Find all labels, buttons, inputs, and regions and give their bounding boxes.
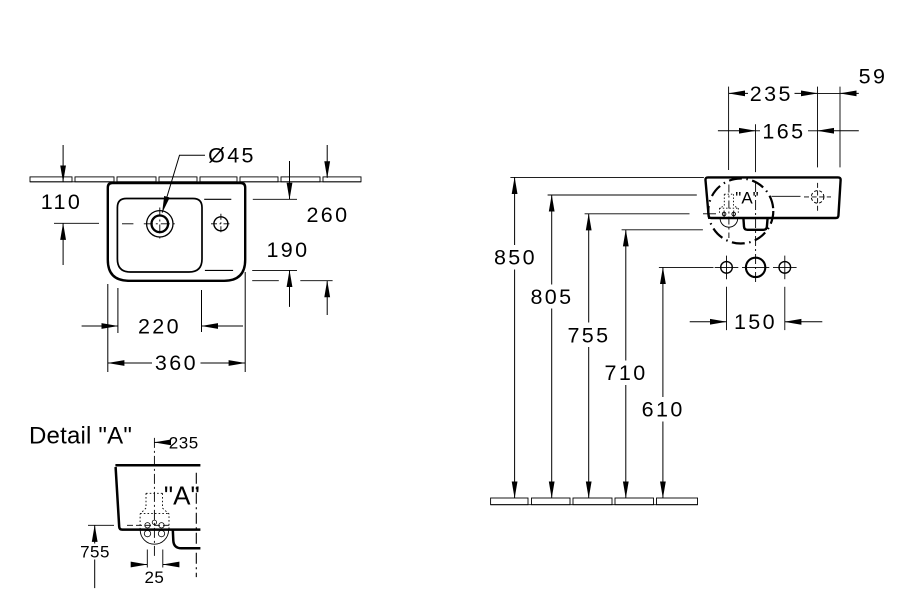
dim-150-lines: [689, 286, 823, 331]
dim-190-lines: [252, 161, 297, 307]
detail-callout-circle: [707, 177, 775, 245]
height-dim-lines: [511, 176, 666, 499]
plan-view: Ø45 110 260 190: [29, 144, 362, 375]
detail-dim-235: 235: [169, 434, 199, 453]
dim-260-lines: [252, 145, 333, 315]
basin-outline-plan: [106, 181, 247, 282]
side-hole-hidden: [804, 182, 831, 211]
dim-height-850: 850: [494, 246, 537, 270]
dim-235: 235: [750, 82, 793, 106]
detail-title: Detail "A": [29, 423, 132, 450]
detail-dim-25: 25: [144, 568, 164, 587]
drain-boss-front: [742, 217, 769, 231]
dim-height-610: 610: [642, 398, 685, 422]
detail-tap-boss: [127, 437, 170, 558]
dim-height-710: 710: [605, 361, 648, 385]
dim-220-lines: [81, 288, 243, 333]
height-reference-lines: [510, 176, 801, 268]
tap-diameter-leader: [161, 154, 205, 213]
detail-profile: [114, 464, 201, 550]
basin-bowl-plan: [116, 197, 203, 273]
dim-height-805: 805: [530, 285, 573, 309]
detail-dim-755: 755: [80, 542, 110, 561]
dim-165: 165: [762, 119, 805, 143]
top-dim-extensions: [728, 86, 841, 173]
wall-section-band: [29, 176, 362, 183]
dim-110-lines: [54, 145, 134, 265]
deck-hole: [211, 213, 231, 234]
front-view: "A": [490, 65, 888, 506]
detail-callout-label: "A": [735, 189, 758, 208]
detail-marker-label: "A": [164, 480, 200, 510]
dim-bowl-width: 220: [138, 314, 181, 338]
dim-tap-diameter: Ø45: [208, 144, 256, 168]
dim-bowl-depth: 190: [266, 238, 309, 262]
dim-360-lines: [107, 272, 246, 372]
dim-150: 150: [734, 310, 777, 334]
tap-hole: [143, 207, 177, 241]
dim-height-755: 755: [567, 323, 610, 347]
detail-dim-755-lines: [88, 524, 114, 589]
dim-59: 59: [859, 65, 888, 89]
floor-section-band: [490, 497, 698, 506]
dim-overall-depth: 260: [306, 203, 349, 227]
dim-wall-to-tap: 110: [41, 190, 82, 214]
fixing-holes: [714, 255, 797, 280]
dim-overall-width: 360: [155, 351, 198, 375]
tap-boss-front: [719, 184, 739, 238]
detail-view: Detail "A" "A" 235: [29, 423, 201, 589]
detail-dim-25-lines: [130, 549, 180, 568]
hidden-bowl-edges: [204, 198, 234, 271]
